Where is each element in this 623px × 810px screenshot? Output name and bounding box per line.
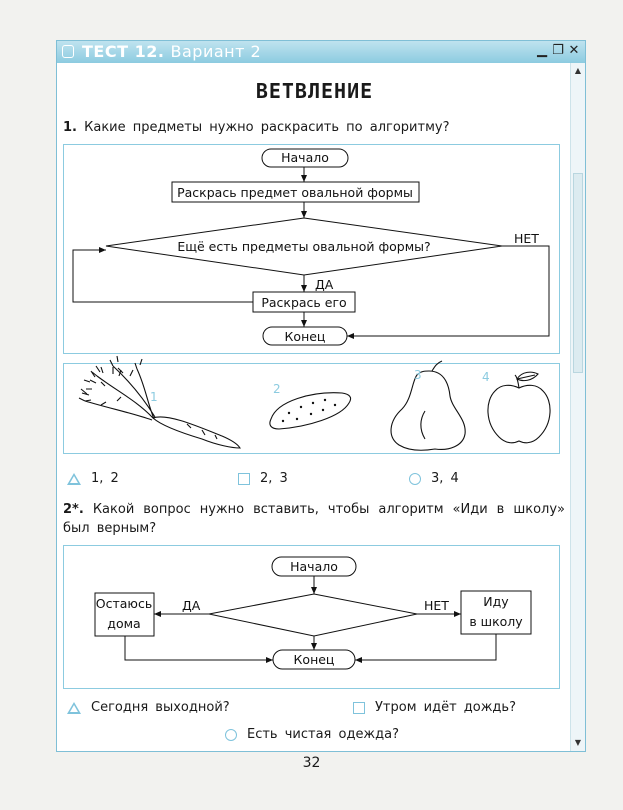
q1-answer-2-text: 2, 3 <box>260 471 288 486</box>
circle-mark-icon <box>409 472 421 485</box>
carrot-picture <box>78 355 241 449</box>
q1-answer-3[interactable]: 3, 4 <box>409 471 459 486</box>
q2-answer-1[interactable]: Сегодня выходной? <box>67 700 230 715</box>
question-2-number: 2*. <box>63 502 84 517</box>
pictures-frame <box>63 363 560 454</box>
pear-picture <box>390 360 466 451</box>
flowchart-2-frame <box>63 545 560 689</box>
question-2-text-line2: был верным? <box>63 521 157 536</box>
title-bar[interactable]: ТЕСТ 12. Вариант 2 ▁ ❐ ✕ <box>57 41 585 63</box>
scroll-up-arrow-icon[interactable]: ▲ <box>574 66 582 75</box>
fc2-no-label: НЕТ <box>424 598 449 613</box>
picture-4-number: 4 <box>482 370 490 384</box>
window-icon <box>62 45 74 58</box>
fc2-end-text: Конец <box>294 652 335 667</box>
close-icon[interactable]: ✕ <box>568 43 580 58</box>
fc1-step1-node <box>171 181 420 203</box>
fc2-condition-node <box>208 593 418 637</box>
fc1-step1-text: Раскрась предмет овальной формы <box>177 185 413 200</box>
q1-answer-3-text: 3, 4 <box>431 471 459 486</box>
question-1-number: 1. <box>63 120 77 135</box>
q2-answer-1-text: Сегодня выходной? <box>91 700 230 715</box>
minimize-icon[interactable]: ▁ <box>537 43 547 58</box>
q1-answer-2[interactable]: 2, 3 <box>238 471 288 486</box>
pictures: 1 2 3 4 <box>78 355 551 451</box>
fc1-start-node <box>261 148 349 168</box>
fc2-yes-label: ДА <box>182 598 201 613</box>
picture-1-number: 1 <box>150 390 158 404</box>
scroll-down-arrow-icon[interactable]: ▼ <box>574 738 582 747</box>
page-number: 32 <box>302 755 321 771</box>
q2-answer-2-text: Утром идёт дождь? <box>375 700 516 715</box>
q2-answer-2[interactable]: Утром идёт дождь? <box>353 700 516 715</box>
fc2-start-text: Начало <box>290 559 338 574</box>
triangle-mark-icon <box>67 472 81 485</box>
fc2-right-text-line1: Иду <box>483 594 509 609</box>
question-2: 2*. Какой вопрос нужно вставить, чтобы а… <box>63 500 565 538</box>
title-main: ТЕСТ 12. <box>82 42 165 61</box>
fc2-left-text-line2: дома <box>107 616 140 631</box>
question-1-text: Какие предметы нужно раскрасить по алгор… <box>84 120 450 135</box>
q1-answer-1[interactable]: 1, 2 <box>67 471 119 486</box>
apple-picture <box>487 371 551 444</box>
q1-answer-1-text: 1, 2 <box>91 471 119 486</box>
flowchart-1-frame <box>63 144 560 354</box>
q2-answer-3-text: Есть чистая одежда? <box>247 727 400 742</box>
picture-2-number: 2 <box>273 382 281 396</box>
picture-3-number: 3 <box>414 368 422 382</box>
fc2-right-text-line2: в школу <box>469 614 523 629</box>
scroll-thumb[interactable] <box>573 173 583 373</box>
vertical-scrollbar[interactable]: ▲ ▼ <box>570 63 585 751</box>
title-variant: Вариант 2 <box>170 42 262 61</box>
test-window: ТЕСТ 12. Вариант 2 ▁ ❐ ✕ ▲ ▼ ВЕТВЛЕНИЕ 1… <box>56 40 586 752</box>
fc1-end-text: Конец <box>285 329 326 344</box>
fc1-start-text: Начало <box>281 150 329 165</box>
cucumber-picture <box>269 392 352 430</box>
fc1-no-label: НЕТ <box>514 231 539 246</box>
restore-icon[interactable]: ❐ <box>552 43 564 58</box>
question-1: 1. Какие предметы нужно раскрасить по ал… <box>63 118 449 137</box>
q2-answer-3[interactable]: Есть чистая одежда? <box>225 727 399 742</box>
flowchart-2: Начало Остаюсь дома ДА НЕТ Иду в школу К… <box>94 556 532 670</box>
question-2-text-line1: Какой вопрос нужно вставить, чтобы алгор… <box>92 502 565 517</box>
circle-mark-icon <box>225 728 237 741</box>
fc1-yes-label: ДА <box>315 277 334 292</box>
window-title: ТЕСТ 12. Вариант 2 <box>82 42 261 61</box>
fc1-step2-text: Раскрась его <box>261 295 346 310</box>
square-mark-icon <box>353 701 365 714</box>
fc2-left-text-line1: Остаюсь <box>96 596 152 611</box>
fc1-condition-text: Ещё есть предметы овальной формы? <box>177 239 430 254</box>
flowchart-1: Начало Раскрась предмет овальной формы Е… <box>72 148 550 346</box>
triangle-mark-icon <box>67 701 81 714</box>
square-mark-icon <box>238 472 250 485</box>
page-heading: ВЕТВЛЕНИЕ <box>255 79 374 103</box>
